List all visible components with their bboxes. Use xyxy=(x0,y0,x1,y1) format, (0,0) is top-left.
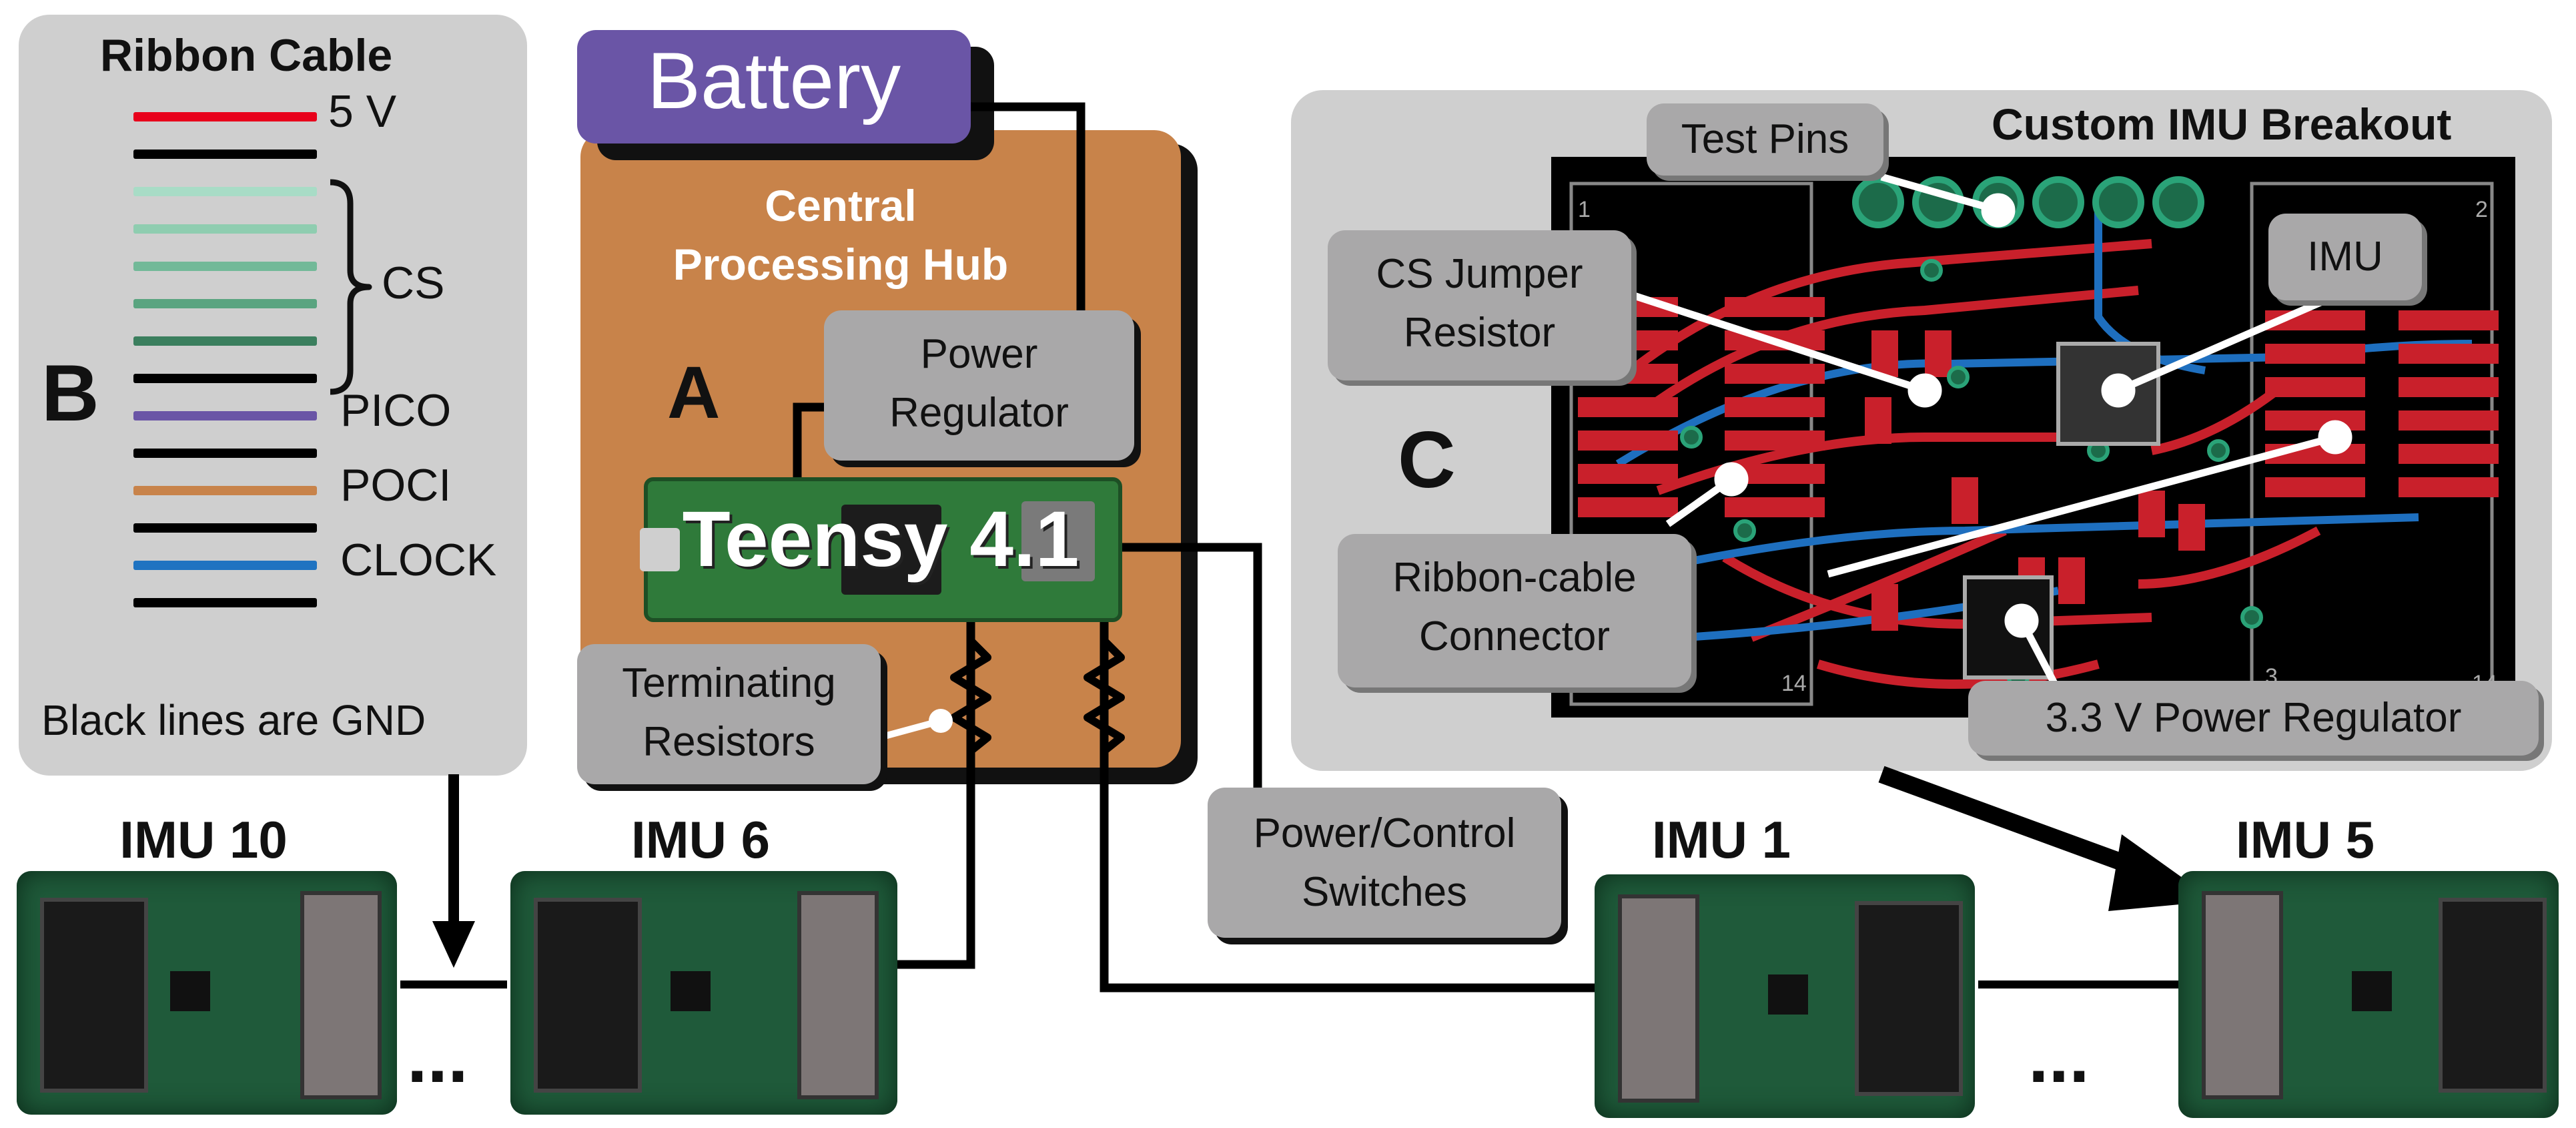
hub-title-1: Central xyxy=(765,181,917,230)
cs-brace xyxy=(330,179,372,395)
imu-5-title: IMU 5 xyxy=(2235,810,2375,869)
ribbon-wire-1 xyxy=(133,150,317,159)
ribbon-wire-12 xyxy=(133,561,317,570)
panel-letter-b: B xyxy=(41,348,99,438)
ribbon-cable-title: Ribbon Cable xyxy=(100,30,393,81)
imu-6-chip xyxy=(671,971,711,1011)
imu-1-header xyxy=(1855,901,1963,1096)
imu-1-title: IMU 1 xyxy=(1651,810,1791,869)
imu-1-ribbon-connector xyxy=(1618,894,1699,1103)
ribbon-wire-3 xyxy=(133,224,317,234)
power-regulator-3v3-label: 3.3 V Power Regulator xyxy=(1968,681,2539,756)
ribbon-line2: Connector xyxy=(1418,613,1611,659)
ribbon-cable-footer: Black lines are GND xyxy=(41,696,426,744)
ribbon-line1: Ribbon-cable xyxy=(1392,555,1637,601)
teensy-board xyxy=(640,477,1122,622)
pcb-traces: 1 2 14 14 3 xyxy=(1569,176,2499,706)
ribbon-wire-13 xyxy=(133,598,317,607)
imu-10-header xyxy=(40,898,148,1093)
imu-1-board xyxy=(1595,874,1975,1118)
imu-6-board xyxy=(510,871,897,1115)
imu-5-header xyxy=(2439,898,2547,1093)
ribbon-cable-panel xyxy=(19,15,527,776)
ribbon-wire-label-12: CLOCK xyxy=(340,535,497,585)
ribbon-wire-4 xyxy=(133,262,317,271)
ribbon-wire-label-0: 5 V xyxy=(328,86,397,137)
power-control-switches-label: Power/Control Switches xyxy=(1208,788,1561,938)
teensy-chip xyxy=(841,505,941,595)
ribbon-wire-10 xyxy=(133,486,317,495)
imu-6-ribbon-connector xyxy=(797,891,879,1099)
ribbon-wire-8 xyxy=(133,411,317,420)
imu-1-chip xyxy=(1768,974,1808,1015)
imu-5-board xyxy=(2178,871,2559,1118)
switches-line1: Power/Control xyxy=(1253,810,1516,856)
teensy-sd-slot xyxy=(1021,501,1095,581)
panel-letter-a: A xyxy=(667,352,721,434)
power-regulator-label: Power Regulator xyxy=(824,310,1134,461)
imu-6-header xyxy=(534,898,642,1093)
imu-5-chip xyxy=(2352,971,2392,1011)
cs-jumper-line1: CS Jumper xyxy=(1376,251,1583,297)
power-regulator-line1: Power xyxy=(920,331,1038,377)
imu-6-title: IMU 6 xyxy=(630,810,771,869)
pcb-mark-14a: 14 xyxy=(1781,671,1807,696)
terminating-line2: Resistors xyxy=(642,719,815,765)
ribbon-wire-0 xyxy=(133,112,317,121)
ribbon-wire-9 xyxy=(133,449,317,458)
imu-5-ribbon-connector xyxy=(2202,891,2283,1099)
cs-jumper-resistor-label: CS Jumper Resistor xyxy=(1328,230,1631,380)
battery-box xyxy=(577,30,971,144)
imu-10-board xyxy=(17,871,397,1115)
cs-label: CS xyxy=(382,258,445,308)
power-regulator-line2: Regulator xyxy=(889,390,1069,436)
ellipsis-left: ... xyxy=(407,1016,468,1098)
terminating-line1: Terminating xyxy=(622,660,836,706)
panel-b-arrow xyxy=(432,774,475,968)
imu-label: IMU xyxy=(2268,214,2422,300)
ribbon-wire-label-10: POCI xyxy=(340,460,452,511)
ribbon-cable-connector-label: Ribbon-cable Connector xyxy=(1338,534,1691,687)
pcb-mark-2: 2 xyxy=(2475,197,2488,222)
hub-title-2: Processing Hub xyxy=(673,240,1009,289)
battery-label: Battery xyxy=(647,36,901,125)
terminating-resistors-label: Terminating Resistors xyxy=(577,644,881,784)
ribbon-wire-11 xyxy=(133,523,317,533)
panel-letter-c: C xyxy=(1398,415,1456,505)
ribbon-wire-7 xyxy=(133,374,317,383)
switches-line2: Switches xyxy=(1301,869,1468,915)
imu-10-ribbon-connector xyxy=(300,891,382,1099)
custom-imu-breakout-title: Custom IMU Breakout xyxy=(1992,99,2452,149)
ribbon-wire-label-8: PICO xyxy=(340,385,452,436)
pcb-mark-1: 1 xyxy=(1578,197,1591,222)
imu-10-chip xyxy=(170,971,210,1011)
ribbon-wire-2 xyxy=(133,187,317,196)
ellipsis-right: ... xyxy=(2028,1016,2090,1098)
test-pins-label: Test Pins xyxy=(1647,103,1883,176)
teensy-label: Teensy 4.1 xyxy=(682,495,1080,583)
imu-10-title: IMU 10 xyxy=(119,810,288,869)
ribbon-wire-5 xyxy=(133,299,317,308)
ribbon-wire-6 xyxy=(133,336,317,346)
cs-jumper-line2: Resistor xyxy=(1403,310,1556,356)
teensy-usb-port xyxy=(640,528,680,571)
